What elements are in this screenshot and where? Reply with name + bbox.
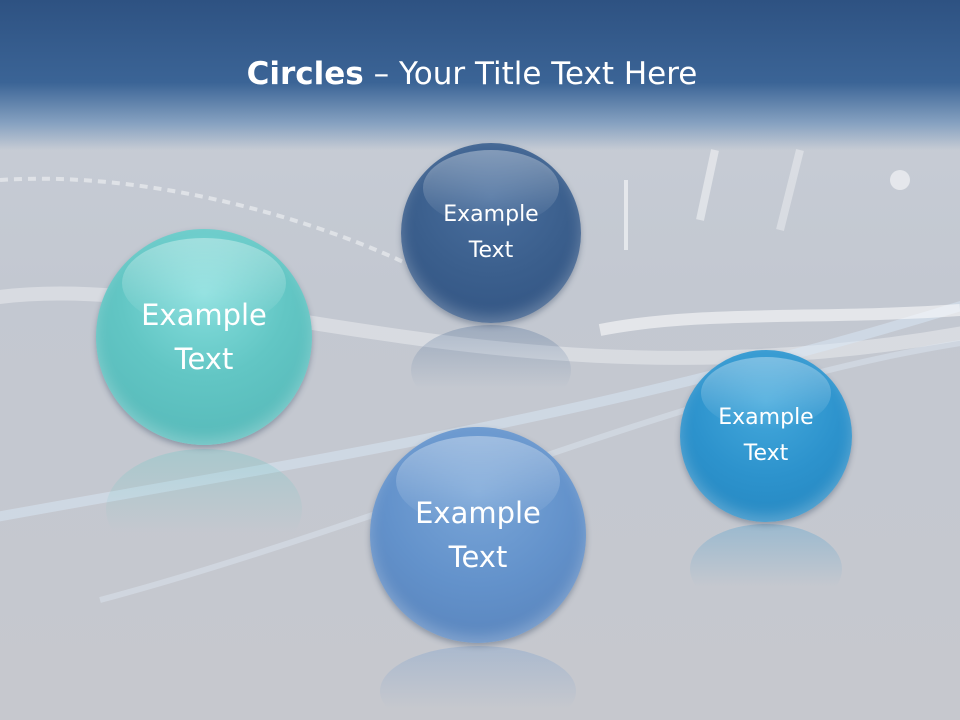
circle-text-line2: Text (743, 441, 789, 466)
circle-text-line2: Text (448, 540, 508, 574)
circle-text-line1: Example (443, 202, 539, 227)
circle-reflection-2 (411, 325, 571, 415)
circle-text-line1: Example (718, 405, 814, 430)
circle-text-line2: Text (468, 238, 514, 263)
circle-navy: Example Text (401, 143, 581, 323)
title-rest: – Your Title Text Here (363, 56, 698, 92)
circle-reflection-1 (106, 449, 302, 569)
circle-teal: Example Text (96, 229, 312, 445)
circle-sky-blue: Example Text (680, 350, 852, 522)
circle-reflection-3 (380, 646, 576, 720)
title-bold: Circles (246, 56, 364, 92)
slide-title: Circles – Your Title Text Here (0, 52, 944, 96)
header-band (0, 0, 960, 150)
circle-text-line1: Example (415, 496, 541, 530)
circle-reflection-4 (690, 524, 842, 614)
circle-light-blue: Example Text (370, 427, 586, 643)
circle-text-line1: Example (141, 298, 267, 332)
circle-text-line2: Text (174, 342, 234, 376)
